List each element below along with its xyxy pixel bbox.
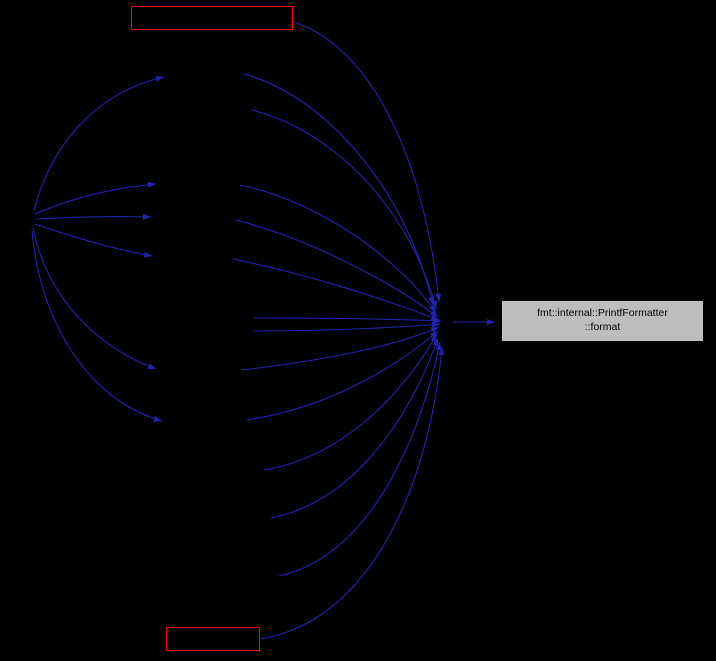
truncated-node-top[interactable] <box>131 6 293 30</box>
edge <box>251 109 437 310</box>
target-node-label-line1: fmt::internal::PrintfFormatter <box>537 307 668 320</box>
edge <box>35 213 152 220</box>
edge <box>235 219 439 318</box>
edge <box>33 75 165 211</box>
edge <box>253 321 441 332</box>
edge <box>293 21 442 303</box>
edge <box>232 258 440 321</box>
target-node-label-line2: ::format <box>584 321 621 333</box>
edge <box>263 333 438 471</box>
edge <box>278 341 442 577</box>
truncated-node-bottom[interactable] <box>166 627 260 651</box>
edge <box>270 337 439 519</box>
edge <box>239 184 437 314</box>
edge <box>253 317 442 324</box>
edge <box>245 330 439 421</box>
edge <box>34 181 157 215</box>
edge <box>34 223 153 258</box>
edge <box>240 326 440 371</box>
edge <box>31 230 163 422</box>
edge <box>243 73 435 306</box>
target-node: fmt::internal::PrintfFormatter ::format <box>502 301 703 341</box>
edge <box>260 346 445 640</box>
edge <box>32 227 157 370</box>
